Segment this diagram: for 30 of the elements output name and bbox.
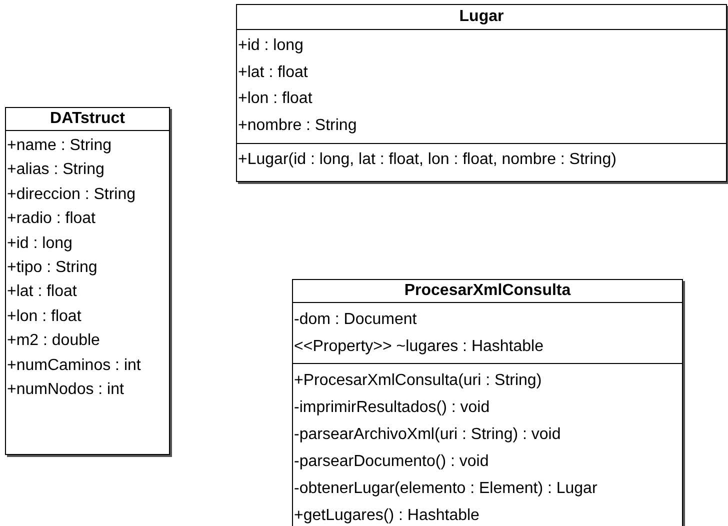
operation-text: -parsearArchivoXml(uri : String) : void [294,425,561,445]
attribute-text: +m2 : double [7,331,100,352]
attribute-text: +alias : String [7,160,104,180]
attribute-text: +direccion : String [7,184,136,205]
class-name: DATstruct [50,110,125,127]
attribute-text: +nombre : String [238,116,357,136]
attribute-text: +numNodos : int [7,380,124,400]
class-name: ProcesarXmlConsulta [404,282,571,299]
operation-text: -obtenerLugar(elemento : Element) : Lugar [294,479,598,499]
attribute-text: +id : long [238,36,304,56]
attribute-text: +tipo : String [7,258,98,278]
operation-text: -imprimirResultados() : void [294,398,490,418]
operation-text: +ProcesarXmlConsulta(uri : String) [294,371,542,391]
attribute-text: +lat : float [238,62,308,83]
operation-text: +getLugares() : Hashtable [294,506,480,526]
attribute-text: +name : String [7,136,112,156]
attribute-text: +lat : float [7,282,77,302]
attribute-text: <<Property>> ~lugares : Hashtable [294,337,544,357]
attribute-text: +lon : float [7,306,82,327]
class-name: Lugar [459,8,504,25]
attribute-text: -dom : Document [294,310,417,330]
attribute-text: +numCaminos : int [7,356,141,376]
attribute-text: +id : long [7,234,72,254]
operation-text: +Lugar(id : long, lat : float, lon : float, nombre : String) [238,150,616,170]
class-box [292,279,683,526]
class-box [5,107,170,455]
attribute-text: +radio : float [7,209,96,230]
attribute-text: +lon : float [238,89,312,110]
operation-text: -parsearDocumento() : void [294,452,489,472]
class-box [236,4,727,182]
